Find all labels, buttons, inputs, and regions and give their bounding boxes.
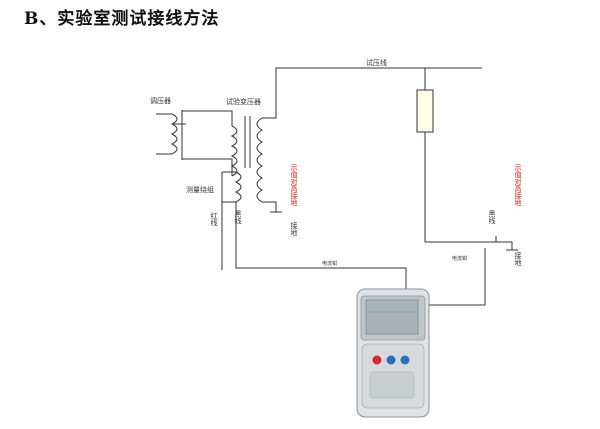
test-transformer <box>182 67 482 213</box>
handheld-tester <box>356 288 430 418</box>
measuring-winding-label: 测量绕组 <box>186 185 214 194</box>
red-label-left: 示值对高接地 <box>290 164 298 206</box>
red-wire-label: 红线 <box>210 211 218 226</box>
clamp-label-left: 电流钳 <box>322 260 337 267</box>
red-label-right: 示值对高接地 <box>514 164 522 206</box>
blue-button-right[interactable] <box>400 355 410 365</box>
clamp-label-right: 电流钳 <box>452 255 467 262</box>
regulator <box>156 110 186 160</box>
test-transformer-label: 试验变压器 <box>226 97 261 106</box>
page-title: B、实验室测试接线方法 <box>24 9 220 29</box>
device-wires <box>221 236 486 322</box>
test-sample-resistor <box>416 68 518 251</box>
regulator-label: 调压器 <box>150 96 171 105</box>
black-wire-label-right: 黑线 <box>488 210 496 224</box>
ground-label-right: 接地 <box>514 251 522 266</box>
blue-button-left[interactable] <box>386 355 396 365</box>
ground-label-left: 接地 <box>290 221 298 236</box>
measuring-winding <box>221 171 242 248</box>
black-wire-label-left: 黑线 <box>234 210 242 224</box>
high-voltage-line-label: 试压线 <box>366 58 387 67</box>
red-button[interactable] <box>372 355 382 365</box>
